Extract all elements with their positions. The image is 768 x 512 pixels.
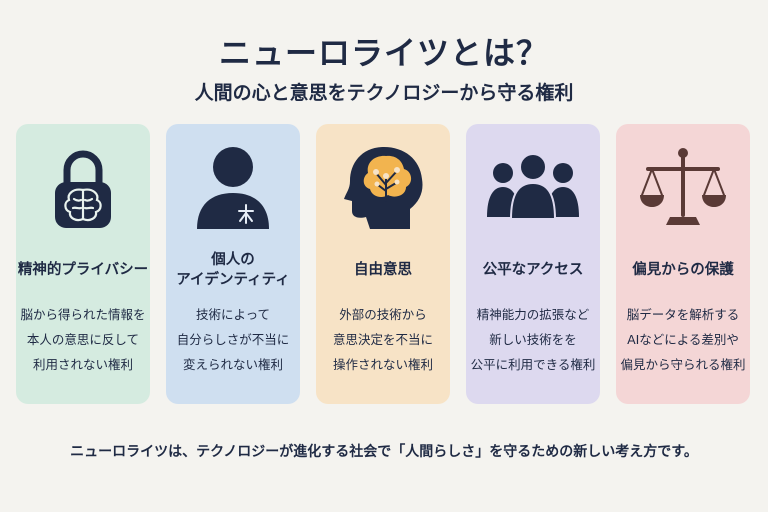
card-title: 個人の アイデンティティ [176,252,290,288]
card-description: 脳データを解析する AIなどによる差別や 偏見から守られる権利 [620,307,746,372]
card-title: 自由意思 [354,262,412,278]
card-description: 技術によって 自分らしさが不当に 変えられない権利 [176,307,290,372]
card-mental-privacy: 精神的プライバシー 脳から得られた情報を 本人の意思に反して 利用されない権利 [16,124,150,404]
card-bias-protection: 偏見からの保護 脳データを解析する AIなどによる差別や 偏見から守られる権利 [616,124,750,404]
page-subtitle: 人間の心と意思をテクノロジーから守る権利 [194,82,574,104]
card-description: 外部の技術から 意思決定を不当に 操作されない権利 [332,307,433,372]
head-brain-icon [316,142,450,234]
footer-statement: ニューロライツは、テクノロジーが進化する社会で「人間らしさ」を守るための新しい考… [70,444,698,460]
scale-icon [616,142,750,234]
card-free-will: 自由意思 外部の技術から 意思決定を不当に 操作されない権利 [316,124,450,404]
page-title: ニューロライツとは？ [218,34,549,72]
card-title: 精神的プライバシー [17,262,149,278]
rights-cards: 精神的プライバシー 脳から得られた情報を 本人の意思に反して 利用されない権利 [16,124,752,404]
card-title: 偏見からの保護 [632,262,734,278]
brain-lock-icon [16,142,150,234]
person-icon [166,142,300,234]
card-description: 精神能力の拡張など 新しい技術をを 公平に利用できる権利 [470,307,596,372]
card-fair-access: 公平なアクセス 精神能力の拡張など 新しい技術をを 公平に利用できる権利 [466,124,600,404]
card-title: 公平なアクセス [482,262,584,278]
card-identity: 個人の アイデンティティ 技術によって 自分らしさが不当に 変えられない権利 [166,124,300,404]
group-icon [466,142,600,234]
card-description: 脳から得られた情報を 本人の意思に反して 利用されない権利 [20,307,146,372]
